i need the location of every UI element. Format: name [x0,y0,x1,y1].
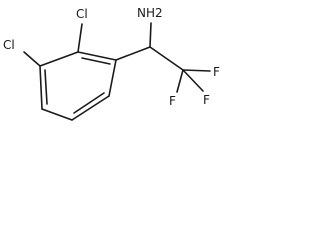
bond-ch-n [149,22,152,48]
bond-c3-cl [23,51,41,67]
ring-double-bond [73,92,105,114]
ring-double-bond [81,57,111,65]
ring-bond [39,65,43,110]
ring-bond [108,59,117,97]
bond-c-f-bottom-left [176,69,184,93]
atom-label-f: F [213,65,220,79]
bond-ch-cf3 [149,46,184,71]
atom-label-f: F [169,94,176,108]
bond-c-f-bottom-right [182,69,204,92]
ring-bond [41,108,73,121]
atom-label-f: F [203,93,210,107]
ring-double-bond [44,69,48,105]
atom-label-nh2: NH2 [137,6,163,20]
ring-bond [71,95,110,121]
ring-bond [77,51,117,61]
atom-label-cl: Cl [3,38,15,52]
atom-label-cl: Cl [76,7,88,21]
bond-ring-ch [115,46,151,61]
benzene-ring [39,51,117,121]
bond-c2-cl [77,23,83,53]
bond-c-f-right [182,69,211,72]
molecule-structure: Cl Cl NH2 F F F [3,6,220,121]
ring-bond [39,51,79,67]
